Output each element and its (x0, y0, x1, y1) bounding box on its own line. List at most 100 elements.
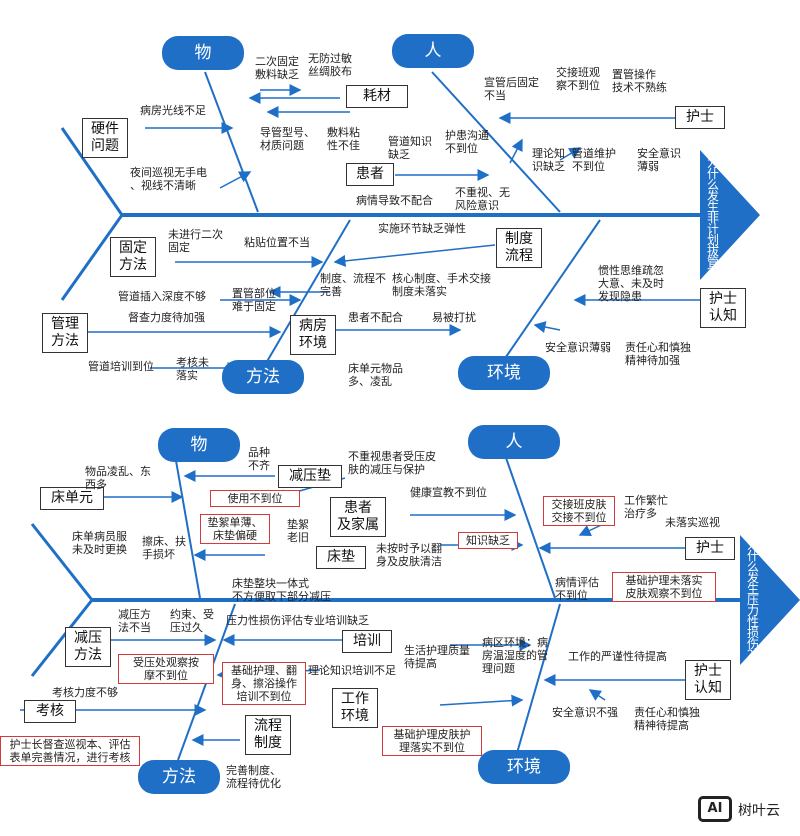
top-box-renzhi: 护士 认知 (700, 288, 746, 328)
bottom-red-box: 受压处观察按 摩不到位 (118, 654, 214, 684)
top-note: 安全意识 薄弱 (637, 147, 681, 173)
top-note: 敷料粘 性不佳 (327, 126, 360, 152)
top-fish-head-text: 为 什 么 发 生 非 计 划 拔 管 ？ (706, 156, 719, 280)
bottom-note: 工作的严谨性待提高 (568, 650, 667, 663)
top-box-hushi: 护士 (675, 106, 725, 129)
top-note: 病情导致不配合 (356, 194, 433, 207)
top-fish-head (700, 150, 760, 280)
bottom-box-jianya: 减压 方法 (65, 627, 111, 667)
bottom-red-box: 交接班皮肤 交接不到位 (543, 496, 615, 526)
bottom-note: 约束、受 压过久 (170, 608, 214, 634)
bottom-note: 床单病员服 未及时更换 (72, 530, 127, 556)
bottom-note: 擦床、扶 手损坏 (142, 535, 186, 561)
top-note: 病房光线不足 (140, 104, 206, 117)
top-note: 不重视、无 风险意识 (455, 186, 510, 212)
bottom-box-jianyadian: 减压垫 (278, 465, 342, 488)
bottom-red-box: 基础护理、翻 身、擦浴操作 培训不到位 (222, 662, 306, 705)
top-note: 置管操作 技术不熟练 (612, 68, 667, 94)
bottom-red-box: 使用不到位 (210, 490, 300, 507)
top-note: 置管部位 难于固定 (232, 287, 276, 313)
top-note: 责任心和慎独 精神待加强 (625, 341, 691, 367)
top-note: 考核未 落实 (176, 356, 209, 382)
bottom-box-chuangdian: 床垫 (316, 546, 366, 569)
bottom-note: 品种 不齐 (248, 446, 270, 472)
bottom-red-box: 基础护理未落实 皮肤观察不到位 (612, 572, 716, 602)
top-note: 实施环节缺乏弹性 (378, 222, 466, 235)
bottom-box-gongzuo: 工作 环境 (332, 688, 378, 728)
bottom-note: 理论知识培训不足 (308, 664, 396, 677)
bottom-red-box: 护士长督查巡视本、评估 表单完善情况，进行考核 (0, 736, 140, 766)
bottom-note: 减压方 法不当 (118, 608, 151, 634)
top-box-guanli: 管理 方法 (42, 313, 88, 353)
top-box-huanzhe: 患者 (346, 163, 394, 186)
bottom-fish-head-text: 为 什 么 发 生 压 力 性 损 伤 ？ (746, 538, 759, 662)
top-note: 宣管后固定 不当 (484, 76, 539, 102)
bottom-note: 生活护理质量 待提高 (404, 644, 470, 670)
top-note: 易被打扰 (432, 311, 476, 324)
bottom-note: 床垫整块一体式 不方便取下部分减压 (232, 577, 331, 603)
bottom-note: 责任心和慎独 精神待提高 (634, 706, 700, 732)
top-category-ren: 人 (392, 34, 474, 68)
bottom-box-kaohe: 考核 (24, 700, 76, 723)
top-note: 管道培训到位 (88, 360, 154, 373)
top-box-guding: 固定 方法 (110, 237, 156, 277)
top-note: 床单元物品 多、凌乱 (348, 362, 403, 388)
bottom-category-huanjing: 环境 (478, 750, 570, 784)
bottom-note: 工作繁忙 治疗多 (624, 494, 668, 520)
top-box-haocai: 耗材 (346, 85, 408, 108)
bottom-note: 安全意识不强 (552, 706, 618, 719)
bottom-fish-head (740, 535, 800, 665)
bottom-note: 不重视患者受压皮 肤的减压与保护 (348, 450, 436, 476)
bottom-box-hushi: 护士 (685, 537, 735, 560)
bottom-note: 物品凌乱、东 西多 (85, 465, 151, 491)
top-note: 管道维护 不到位 (572, 147, 616, 173)
top-note: 未进行二次 固定 (168, 228, 223, 254)
top-category-wu: 物 (162, 36, 244, 70)
bottom-box-chuangdanyuan: 床单元 (40, 487, 104, 510)
top-note: 安全意识薄弱 (545, 341, 611, 354)
bottom-note: 病情评估 不到位 (555, 576, 599, 602)
top-note: 督查力度待加强 (128, 311, 205, 324)
bottom-box-huanzhe: 患者 及家属 (330, 497, 386, 537)
top-box-yingjian: 硬件 问题 (82, 118, 128, 158)
bottom-red-box: 知识缺乏 (458, 532, 518, 549)
bottom-note: 考核力度不够 (52, 686, 118, 699)
top-note: 惯性思维疏忽 大意、未及时 发现隐患 (598, 264, 664, 303)
bottom-box-liucheng: 流程 制度 (245, 715, 291, 755)
top-note: 导管型号、 材质问题 (260, 126, 315, 152)
bottom-category-fangfa: 方法 (138, 760, 220, 794)
bottom-category-wu: 物 (158, 428, 240, 462)
bottom-note: 未按时予以翻 身及皮肤清洁 (376, 542, 442, 568)
bottom-note: 未落实巡视 (665, 516, 720, 529)
top-note: 管道知识 缺乏 (388, 135, 432, 161)
top-note: 制度、流程不 完善 (320, 272, 386, 298)
top-note: 粘贴位置不当 (244, 236, 310, 249)
bottom-box-renzhi: 护士 认知 (685, 660, 731, 700)
top-note: 夜间巡视无手电 、视线不清晰 (130, 166, 207, 192)
top-note: 管道插入深度不够 (118, 290, 206, 303)
bottom-note: 完善制度、 流程待优化 (226, 764, 281, 790)
top-box-zhidu: 制度 流程 (496, 228, 542, 268)
bottom-red-box: 垫絮单薄、 床垫偏硬 (200, 514, 270, 544)
top-note: 无防过敏 丝绸胶布 (308, 52, 352, 78)
bottom-note: 病区环境：病 房温湿度的管 理问题 (482, 636, 548, 675)
top-note: 交接班观 察不到位 (556, 66, 600, 92)
top-note: 护患沟通 不到位 (445, 129, 489, 155)
bottom-note: 压力性损伤评估专业培训缺乏 (226, 614, 369, 627)
bottom-note: 垫絮 老旧 (287, 518, 309, 544)
bottom-note: 健康宣教不到位 (410, 486, 487, 499)
watermark-logo-icon: AI (698, 796, 732, 822)
top-note: 核心制度、手术交接 制度未落实 (392, 272, 491, 298)
bottom-box-peixun: 培训 (342, 630, 392, 653)
top-category-huanjing: 环境 (458, 356, 550, 390)
top-category-fangfa: 方法 (222, 360, 304, 394)
top-note: 理论知 识缺乏 (532, 147, 565, 173)
top-note: 二次固定 敷料缺乏 (255, 55, 299, 81)
top-note: 患者不配合 (348, 311, 403, 324)
bottom-red-box: 基础护理皮肤护 理落实不到位 (382, 726, 482, 756)
top-box-bingfang: 病房 环境 (290, 315, 336, 355)
bottom-category-ren: 人 (468, 425, 560, 459)
watermark-name: 树叶云 (738, 803, 780, 819)
